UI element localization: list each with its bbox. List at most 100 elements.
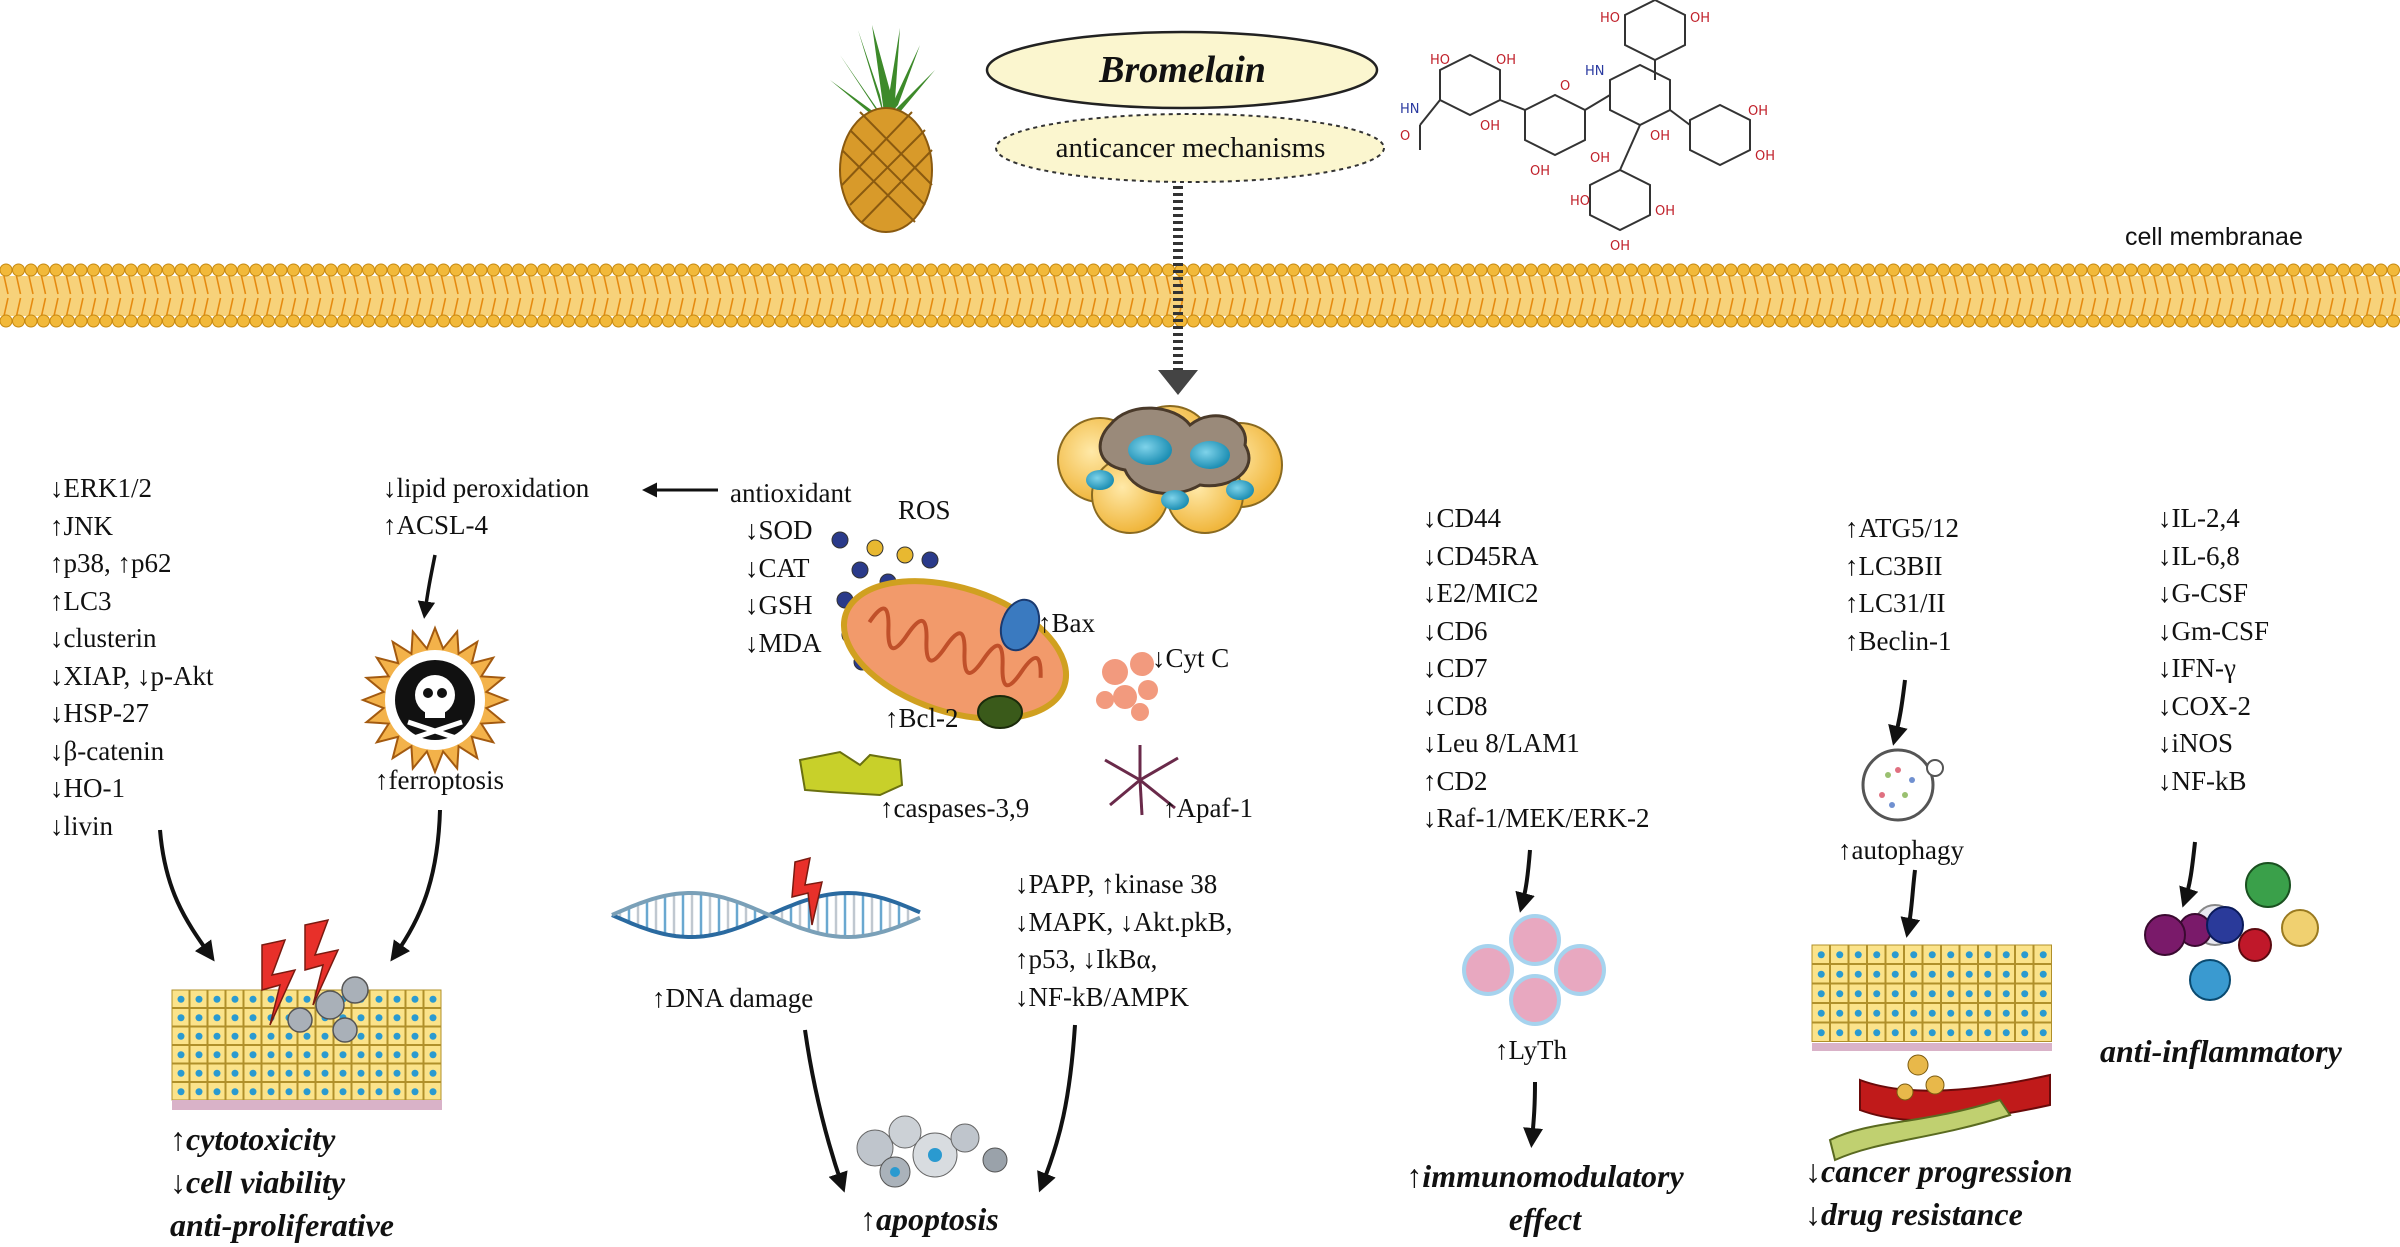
cytc-label: ↓Cyt C: [1152, 643, 1230, 673]
proliferation-outcomes: ↑cytotoxicity ↓cell viability anti-proli…: [170, 1118, 394, 1247]
outcome-effect: effect: [1508, 1201, 1582, 1237]
lymphocytes-icon: [1462, 914, 1606, 1026]
autophagy-marker-item: ↑LC31/II: [1845, 588, 1946, 618]
svg-text:O: O: [1560, 79, 1570, 94]
proliferation-marker-item: ↑JNK: [50, 510, 114, 541]
svg-text:HO: HO: [1600, 11, 1620, 26]
apaf1-label: ↑Apaf-1: [1163, 793, 1253, 823]
cell-membrane: [0, 263, 2400, 328]
dna-damage-label: ↑DNA damage: [652, 983, 814, 1013]
arrow-proliferation: [158, 829, 215, 962]
inflammatory-cells-icon: [2144, 862, 2319, 1001]
apaf-1-icon: [1104, 745, 1179, 816]
immune-marker-item: ↑CD2: [1423, 765, 1488, 796]
inflammation-marker-item: ↓IL-2,4: [2158, 503, 2240, 533]
svg-text:OH: OH: [1748, 104, 1768, 119]
cytochrome-c-icon: [1096, 652, 1158, 721]
anti-inflammatory-outcome: anti-inflammatory: [2100, 1033, 2342, 1069]
inflammation-marker-item: ↓G-CSF: [2158, 578, 2249, 608]
mechanisms-ellipse: [995, 113, 1385, 183]
svg-text:HN: HN: [1585, 64, 1605, 79]
autophagy-markers: ↑ATG5/12 ↑LC3BII ↑LC31/II ↑Beclin-1: [1845, 510, 1959, 660]
proliferation-marker-item: ↓HO-1: [50, 773, 125, 803]
signaling-marker-item: ↓NF-kB/AMPK: [1015, 981, 1190, 1012]
svg-text:OH: OH: [1480, 119, 1500, 134]
tumor-tissue-icon: [171, 918, 442, 1110]
immune-marker-item: ↓E2/MIC2: [1423, 578, 1539, 608]
inflammation-marker-item: ↓Gm-CSF: [2158, 615, 2270, 646]
proliferation-marker-item: ↓livin: [50, 810, 114, 841]
ferroptosis-label: ↑ferroptosis: [375, 765, 504, 795]
immune-marker-item: ↓CD6: [1423, 615, 1488, 646]
arrow-inflammation: [2179, 841, 2199, 908]
svg-text:OH: OH: [1496, 53, 1516, 68]
mitochondrion-icon: [840, 578, 1070, 729]
outcome-drug-resistance: ↓drug resistance: [1805, 1196, 2023, 1232]
arrow-dna-apoptosis: [803, 1029, 848, 1193]
svg-text:HO: HO: [1430, 53, 1450, 68]
bromelain-title: Bromelain: [1099, 49, 1266, 91]
inflammation-marker-item: ↓COX-2: [2158, 690, 2251, 721]
autophagosome-icon: [1861, 748, 1944, 822]
autophagy-marker-item: ↑ATG5/12: [1845, 513, 1959, 543]
cancer-progression-outcomes: ↓cancer progression ↓drug resistance: [1805, 1150, 2073, 1236]
outcome-anti-proliferative: anti-proliferative: [170, 1207, 394, 1243]
svg-text:OH: OH: [1690, 11, 1710, 26]
inflammation-marker-item: ↓NF-kB: [2158, 765, 2247, 796]
glycan-structure-icon: [1419, 0, 1751, 232]
signaling-marker-item: ↑p53, ↓IkBα,: [1015, 944, 1158, 974]
proliferation-marker-item: ↓β-catenin: [50, 735, 165, 766]
acsl4-label: ↑ACSL-4: [383, 510, 489, 540]
cancer-cell-cluster-icon: [1057, 405, 1283, 534]
ferroptosis-skull-icon: [360, 625, 510, 775]
immune-marker-item: ↓CD44: [1423, 503, 1502, 533]
immune-marker-item: ↓CD45RA: [1423, 540, 1539, 571]
svg-text:OH: OH: [1610, 239, 1630, 254]
proliferation-marker-item: ↓HSP-27: [50, 698, 150, 728]
outcome-cell-viability: ↓cell viability: [170, 1164, 346, 1200]
immune-marker-item: ↓CD7: [1423, 653, 1488, 683]
proliferation-markers: ↓ERK1/2 ↑JNK ↑p38, ↑p62 ↑LC3 ↓clusterin ↓XIAP…: [50, 470, 214, 845]
arrow-lyth-immunomodulatory: [1523, 1081, 1544, 1148]
dna-helix-icon: [611, 856, 921, 940]
autophagy-marker-item: ↑LC3BII: [1845, 550, 1943, 581]
outcome-cancer-progression: ↓cancer progression: [1805, 1153, 2073, 1189]
antioxidant-marker-item: ↓SOD: [745, 515, 813, 545]
outcome-immunomodulatory: ↑immunomodulatory: [1406, 1158, 1684, 1194]
svg-text:HN: HN: [1400, 102, 1420, 117]
proliferation-marker-item: ↓clusterin: [50, 623, 157, 653]
arrow-ferroptosis-tissue: [390, 809, 442, 962]
svg-text:HO: HO: [1570, 194, 1590, 209]
inflammation-marker-item: ↓IFN-γ: [2158, 653, 2236, 683]
inflammation-markers: ↓IL-2,4↓IL-6,8↓G-CSF↓Gm-CSF↓IFN-γ↓COX-2↓…: [2158, 500, 2269, 800]
antioxidant-marker-item: ↓CAT: [745, 552, 810, 583]
signaling-markers: ↓PAPP, ↑kinase 38 ↓MAPK, ↓Akt.pkB, ↑p53, ↓…: [1015, 866, 1233, 1016]
metastasis-tissue-icon: [1811, 944, 2052, 1162]
arrow-immune-lyth: [1515, 849, 1535, 913]
dotted-arrow-down: [1158, 186, 1198, 395]
lipid-peroxidation-label: ↓lipid peroxidation: [383, 473, 590, 503]
autophagy-marker-item: ↑Beclin-1: [1845, 625, 1952, 656]
arrow-autophagy-tissue: [1900, 869, 1921, 938]
apoptosis-outcome: ↑apoptosis: [860, 1201, 999, 1237]
lyth-label: ↑LyTh: [1495, 1035, 1567, 1065]
outcome-cytotoxicity: ↑cytotoxicity: [170, 1121, 336, 1157]
signaling-marker-item: ↓PAPP, ↑kinase 38: [1015, 869, 1218, 899]
arrow-autophagy-cell: [1888, 679, 1908, 746]
immunomodulatory-outcome: ↑immunomodulatory effect: [1380, 1155, 1710, 1241]
proliferation-marker-item: ↑LC3: [50, 585, 112, 616]
proliferation-marker-item: ↓XIAP, ↓p-Akt: [50, 660, 214, 691]
arrow-to-ferroptosis: [417, 554, 437, 619]
caspases-label: ↑caspases-3,9: [880, 793, 1030, 823]
svg-text:OH: OH: [1655, 204, 1675, 219]
pineapple-icon: [830, 25, 935, 233]
signaling-marker-item: ↓MAPK, ↓Akt.pkB,: [1015, 906, 1233, 937]
svg-text:OH: OH: [1590, 151, 1610, 166]
proliferation-marker-item: ↓ERK1/2: [50, 473, 153, 503]
immune-marker-item: ↓Raf-1/MEK/ERK-2: [1423, 803, 1650, 833]
proliferation-marker-item: ↑p38, ↑p62: [50, 548, 172, 578]
antioxidant-marker-item: ↓MDA: [745, 627, 822, 658]
ros-label: ROS: [898, 495, 951, 525]
